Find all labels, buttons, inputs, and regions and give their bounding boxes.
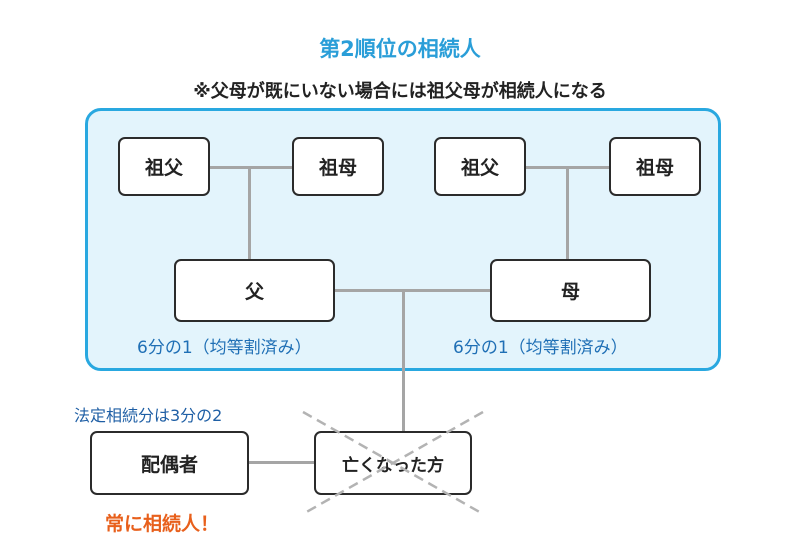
mother-share-label: 6分の1（均等割済み） [453,338,628,358]
spouse-always-heir-label: 常に相続人！ [105,513,220,535]
paternal-grandfather-box: 祖父 [118,137,210,196]
diagram-subtitle: ※父母が既にいない場合には祖父母が相続人になる [193,81,607,102]
maternal-grandmother-box: 祖母 [609,137,701,196]
parents-connector [334,289,492,292]
parents-to-deceased-connector [402,289,405,432]
father-box: 父 [174,259,335,322]
paternal-grandmother-box: 祖母 [292,137,384,196]
spouse-box: 配偶者 [90,431,249,495]
father-share-label: 6分の1（均等割済み） [137,338,312,358]
diagram-title: 第2順位の相続人 [319,37,481,61]
spouse-legal-share-label: 法定相続分は3分の2 [74,406,223,425]
mother-box: 母 [490,259,651,322]
maternal-to-mother-connector [566,166,569,262]
paternal-grandparents-connector [209,166,295,169]
spouse-deceased-connector [248,461,316,464]
maternal-grandfather-box: 祖父 [434,137,526,196]
paternal-to-father-connector [248,166,251,262]
